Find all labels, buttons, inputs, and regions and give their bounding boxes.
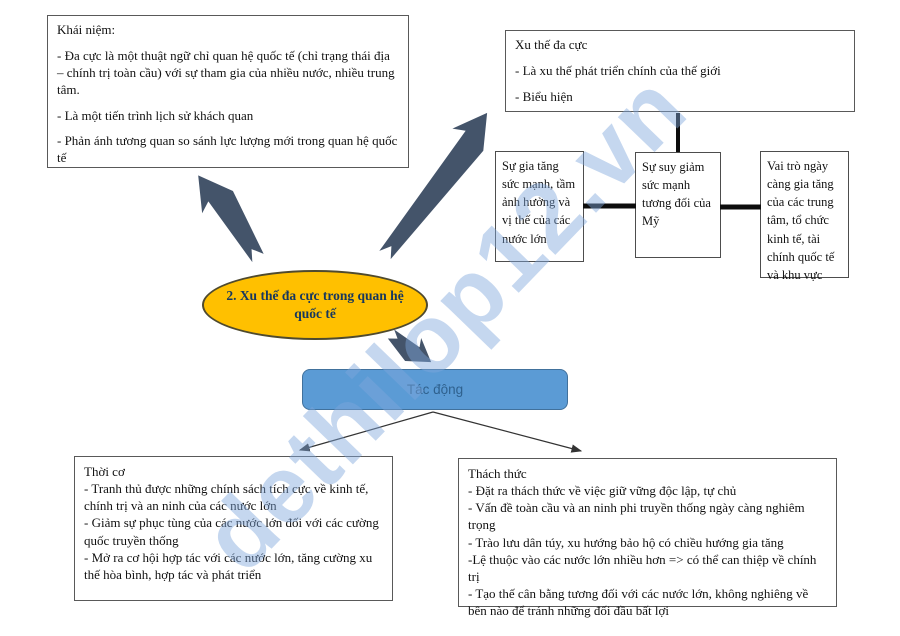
central-topic-ellipse: 2. Xu thế đa cực trong quan hệ quốc tế <box>202 270 428 340</box>
trend-item: - Biểu hiện <box>515 88 573 104</box>
opportunities-item: - Giảm sự phục tùng của các nước lớn đối… <box>84 515 379 548</box>
concept-box: Khái niệm: - Đa cực là một thuật ngữ chỉ… <box>47 15 409 168</box>
concept-item: - Phản ánh tương quan so sánh lực lượng … <box>57 133 398 166</box>
challenges-item: - Tạo thế cân bằng tương đối với các nướ… <box>468 586 809 619</box>
opportunities-box: Thời cơ - Tranh thủ được những chính sác… <box>74 456 393 601</box>
challenges-item: - Đặt ra thách thức về việc giữ vững độc… <box>468 483 737 499</box>
challenges-item: - Vấn đề toàn cầu và an ninh phi truyền … <box>468 500 805 533</box>
challenges-box: Thách thức - Đặt ra thách thức về việc g… <box>458 458 837 618</box>
trend-item: - Là xu thế phát triển chính của thế giớ… <box>515 62 721 78</box>
opportunities-title: Thời cơ <box>84 464 125 479</box>
arrow-to-challenges <box>432 411 583 453</box>
manifestation-box-centers-role: Vai trò ngày càng gia tăng của các trung… <box>760 151 849 282</box>
manifestation-text: Sự gia tăng sức mạnh, tầm ảnh hưởng và v… <box>502 159 576 246</box>
challenges-title: Thách thức <box>468 466 527 481</box>
central-topic-label: 2. Xu thế đa cực trong quan hệ quốc tế <box>226 287 404 321</box>
manifestation-box-us-decline: Sự suy giảm sức mạnh tương đối của Mỹ <box>635 152 721 258</box>
opportunities-item: - Tranh thủ được những chính sách tích c… <box>84 481 369 514</box>
manifestation-text: Vai trò ngày càng gia tăng của các trung… <box>767 159 835 282</box>
challenges-item: -Lệ thuộc vào các nước lớn nhiều hơn => … <box>468 551 817 584</box>
impact-node: Tác động <box>302 369 568 410</box>
trend-box: Xu thế đa cực - Là xu thế phát triển chí… <box>505 30 855 112</box>
opportunities-item: - Mở ra cơ hội hợp tác với các nước lớn,… <box>84 549 373 582</box>
challenges-item: - Trào lưu dân túy, xu hướng bảo hộ có c… <box>468 534 784 550</box>
arrow-to-opportunities <box>298 411 434 452</box>
manifestation-box-power-rise: Sự gia tăng sức mạnh, tầm ảnh hưởng và v… <box>495 151 584 262</box>
concept-item: - Là một tiến trình lịch sử khách quan <box>57 107 254 123</box>
concept-item: - Đa cực là một thuật ngữ chỉ quan hệ qu… <box>57 47 395 97</box>
manifestation-text: Sự suy giảm sức mạnh tương đối của Mỹ <box>642 160 711 229</box>
impact-label: Tác động <box>406 382 464 397</box>
arrow-to-concept <box>198 175 264 263</box>
trend-title: Xu thế đa cực <box>515 37 588 52</box>
concept-title: Khái niệm: <box>57 22 116 37</box>
